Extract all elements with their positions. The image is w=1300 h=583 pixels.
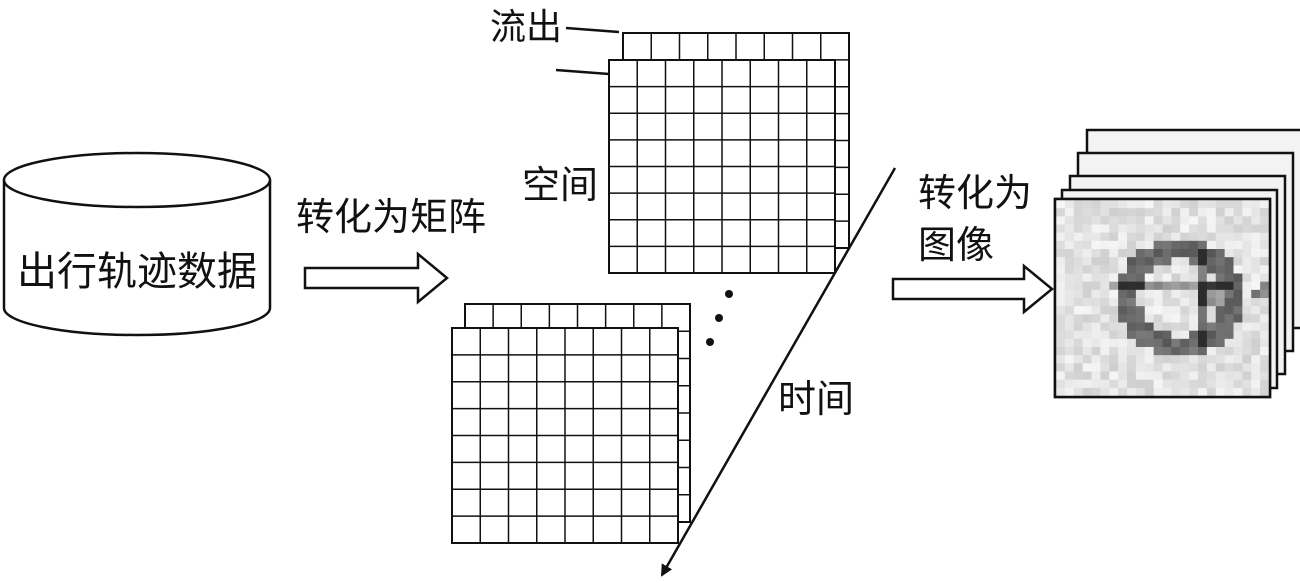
source-data-label: 出行轨迹数据 (17, 249, 257, 295)
time-label: 时间 (778, 377, 854, 421)
heatmap-image-stack (1053, 128, 1300, 399)
to-image-arrow (891, 263, 1054, 315)
matrix-top-front (608, 59, 836, 274)
matrix-bottom-front (451, 327, 679, 544)
matrix-stack-top (608, 32, 850, 274)
ellipsis-dots (706, 290, 733, 346)
to-matrix-label: 转化为矩阵 (296, 195, 486, 239)
to-image-label-line1: 转化为 (918, 171, 1032, 215)
database-cylinder: 出行轨迹数据 (2, 151, 272, 337)
outflow-label: 流出 (490, 7, 562, 48)
to-matrix-arrow (303, 251, 449, 305)
heatmap-front-image (1056, 200, 1269, 396)
front-layer-leader-line (555, 68, 610, 76)
time-axis-arrow (660, 167, 897, 577)
to-image-label-line2: 图像 (918, 223, 994, 267)
space-label: 空间 (522, 163, 598, 207)
matrix-stack-bottom (451, 303, 691, 544)
outflow-leader-line (565, 26, 620, 34)
